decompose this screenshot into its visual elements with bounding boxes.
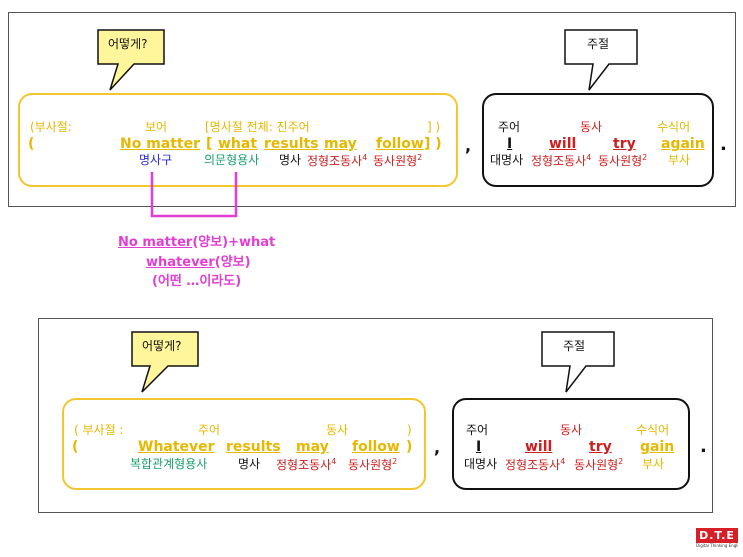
note-whatever: whatever bbox=[146, 255, 215, 270]
word-may: may bbox=[324, 136, 357, 152]
word-i: I bbox=[507, 136, 513, 152]
main-clause-box-2 bbox=[452, 398, 690, 490]
callout-bubble-main-clause-2 bbox=[541, 331, 615, 393]
note-line-3: (어떤 …이라도) bbox=[152, 274, 242, 289]
pos-adverb: 부사 bbox=[668, 153, 691, 167]
adverbial-clause-box bbox=[18, 93, 458, 187]
callout-bubble-yellow-2 bbox=[131, 331, 199, 393]
comma-2: , bbox=[434, 438, 441, 457]
callout-bubble-main-clause bbox=[564, 29, 638, 91]
callout-main-clause-text: 주절 bbox=[587, 37, 610, 51]
dte-logo-mark: D.T.E bbox=[696, 528, 738, 543]
label-subject-main-2: 주어 bbox=[466, 423, 489, 437]
pos-base-verb: 동사원형2 bbox=[373, 153, 423, 168]
word-what: what bbox=[218, 136, 258, 152]
pos-main-base-verb-2: 동사원형2 bbox=[574, 457, 624, 472]
dte-logo-caption: Digital Thinking English bbox=[696, 543, 738, 548]
comma-1: , bbox=[465, 136, 472, 155]
word-may-2: may bbox=[296, 439, 329, 455]
word-again: again bbox=[661, 136, 705, 152]
note-line-2: whatever(양보) bbox=[146, 256, 251, 269]
label-adverbial-clause-2: ( 부사절 : bbox=[74, 423, 124, 437]
label-verb-2: 동사 bbox=[326, 423, 349, 437]
word-will: will bbox=[549, 136, 577, 152]
label-verb-main-2: 동사 bbox=[560, 423, 583, 437]
label-noun-clause: [명사절 전체: 진주어 bbox=[205, 120, 310, 134]
note-connector-bracket bbox=[150, 172, 238, 218]
period-2: . bbox=[700, 436, 707, 457]
callout-main-clause-text-2: 주절 bbox=[563, 339, 586, 353]
label-verb: 동사 bbox=[580, 120, 603, 134]
pos-finite-modal: 정형조동사4 bbox=[307, 153, 368, 168]
note-no-matter: No matter bbox=[118, 235, 193, 250]
pos-noun-phrase: 명사구 bbox=[139, 153, 173, 167]
note-concession-what: (양보)+what bbox=[192, 235, 276, 250]
pos-interrogative-adjective: 의문형용사 bbox=[204, 153, 260, 167]
label-subject-2: 주어 bbox=[198, 423, 221, 437]
note-concession: (양보) bbox=[214, 255, 251, 270]
main-clause-box bbox=[482, 93, 714, 187]
word-results: results bbox=[264, 136, 319, 152]
pos-main-finite-modal-2: 정형조동사4 bbox=[505, 457, 566, 472]
note-line-1: No matter(양보)+what bbox=[118, 236, 275, 249]
word-results-2: results bbox=[226, 439, 281, 455]
word-open-bracket: [ bbox=[206, 136, 213, 152]
pos-adverb-2: 부사 bbox=[642, 457, 665, 471]
pos-base-verb-2: 동사원형2 bbox=[348, 457, 398, 472]
label-complement: 보어 bbox=[145, 120, 168, 134]
dte-logo: D.T.E Digital Thinking English bbox=[696, 528, 738, 552]
word-open-paren-2: ( bbox=[72, 439, 79, 455]
label-subject: 주어 bbox=[498, 120, 521, 134]
period-1: . bbox=[720, 134, 727, 155]
word-will-2: will bbox=[525, 439, 553, 455]
label-modifier: 수식어 bbox=[657, 120, 691, 134]
label-close-2: ) bbox=[407, 423, 412, 437]
pos-noun-2: 명사 bbox=[238, 457, 261, 471]
callout-bubble-yellow bbox=[97, 29, 165, 91]
pos-main-base-verb: 동사원형2 bbox=[598, 153, 648, 168]
word-whatever: Whatever bbox=[138, 439, 215, 455]
label-modifier-2: 수식어 bbox=[636, 423, 670, 437]
label-adverbial-clause: (부사절: bbox=[30, 120, 72, 134]
word-close-paren-2: ) bbox=[406, 439, 413, 455]
pos-compound-relative-adjective: 복합관계형용사 bbox=[130, 457, 208, 471]
callout-how-text: 어떻게? bbox=[108, 37, 148, 51]
word-try: try bbox=[613, 136, 636, 152]
word-no-matter: No matter bbox=[120, 136, 201, 152]
word-close-brackets: ] ) bbox=[424, 136, 442, 152]
label-close-brackets: ] ) bbox=[427, 120, 441, 134]
pos-pronoun-2: 대명사 bbox=[464, 457, 498, 471]
callout-how-text-2: 어떻게? bbox=[142, 339, 182, 353]
pos-pronoun: 대명사 bbox=[490, 153, 524, 167]
word-follow: follow bbox=[376, 136, 424, 152]
word-follow-2: follow bbox=[352, 439, 400, 455]
word-open-paren: ( bbox=[28, 136, 35, 152]
pos-main-finite-modal: 정형조동사4 bbox=[531, 153, 592, 168]
pos-noun: 명사 bbox=[279, 153, 302, 167]
pos-finite-modal-2: 정형조동사4 bbox=[276, 457, 337, 472]
word-try-2: try bbox=[589, 439, 612, 455]
word-gain: gain bbox=[640, 439, 675, 455]
adverbial-clause-box-2 bbox=[62, 398, 426, 490]
word-i-2: I bbox=[476, 439, 482, 455]
